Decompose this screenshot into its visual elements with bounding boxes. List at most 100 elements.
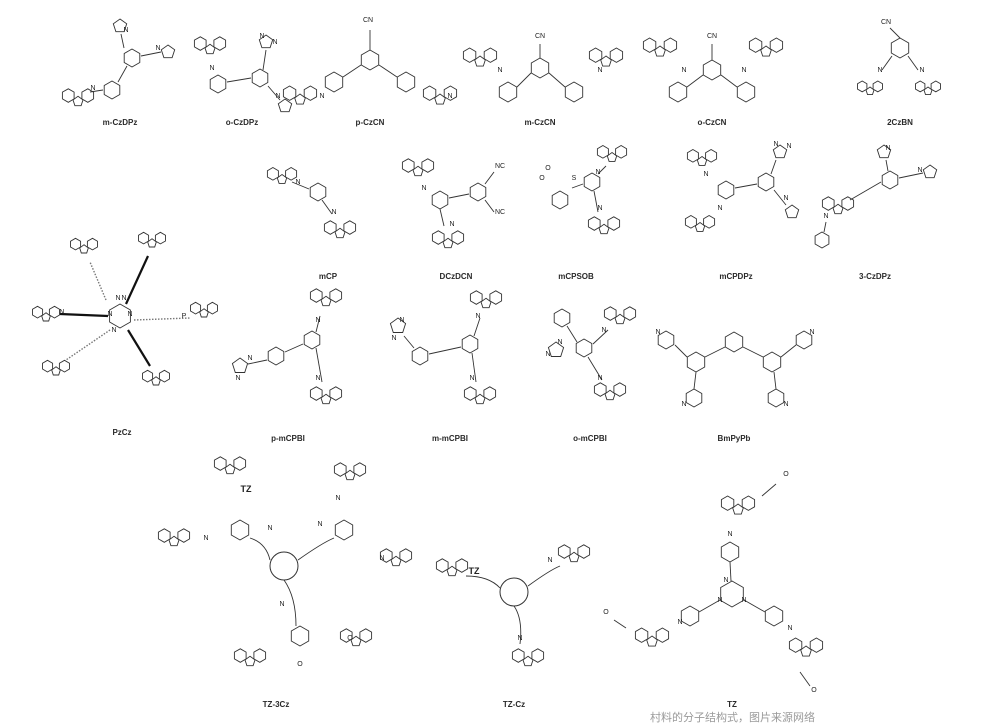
- bond: [117, 65, 128, 83]
- atom-label: N: [597, 205, 602, 212]
- benzene-ring: [915, 80, 926, 93]
- molecule-label-o-czdpz: o-CzDPz: [225, 118, 259, 127]
- bond: [799, 671, 811, 687]
- bond: [686, 74, 704, 88]
- benzene-ring: [333, 462, 347, 477]
- benzene-ring: [103, 80, 121, 100]
- pyrrole-ring: [600, 55, 612, 67]
- bond: [484, 171, 495, 185]
- atom-label: O: [603, 609, 609, 616]
- bond: [471, 352, 477, 383]
- benzene-ring: [303, 330, 321, 350]
- atom-label: N: [919, 67, 924, 74]
- benzene-ring: [81, 88, 95, 103]
- benzene-ring: [890, 37, 910, 59]
- azole-ring: [231, 357, 249, 373]
- benzene-ring: [702, 59, 722, 81]
- benzene-ring: [720, 495, 735, 511]
- bond: [885, 159, 889, 172]
- benzene-ring: [334, 519, 354, 541]
- molecule-label-3-czdpz: 3-CzDPz: [858, 272, 892, 281]
- pyrrole-ring: [760, 45, 772, 57]
- benzene-ring: [233, 456, 247, 471]
- atom-label: O: [347, 635, 353, 642]
- bond: [439, 208, 445, 227]
- molecule-label-p-czcn: p-CzCN: [355, 118, 385, 127]
- benzene-ring: [469, 182, 487, 202]
- atom-label: N: [267, 525, 272, 532]
- alkyl-chain: [249, 537, 271, 561]
- benzene-ring: [657, 330, 675, 350]
- benzene-ring: [230, 519, 250, 541]
- benzene-ring: [48, 305, 60, 319]
- benzene-ring: [266, 166, 279, 181]
- alkyl-chain: [283, 579, 297, 627]
- benzene-ring: [455, 558, 469, 573]
- atom-label: N: [727, 531, 732, 538]
- molecule-label-tz: TZ: [727, 700, 737, 709]
- bond: [484, 199, 495, 213]
- benzene-ring: [685, 388, 703, 408]
- atom-label: N: [319, 93, 324, 100]
- atom-label: N: [597, 375, 602, 382]
- bond: [566, 325, 578, 343]
- bond: [823, 221, 827, 233]
- atom-label: O: [783, 471, 789, 478]
- benzene-ring: [930, 80, 941, 93]
- molecule-label-o-czcn: o-CzCN: [697, 118, 727, 127]
- benzene-ring: [213, 36, 227, 51]
- atom-label: N: [449, 221, 454, 228]
- benzene-ring: [123, 48, 141, 68]
- atom-label: NC: [495, 163, 505, 170]
- atom-label: N: [421, 185, 426, 192]
- bond: [593, 190, 599, 213]
- benzene-ring: [70, 237, 82, 251]
- atom-label: N: [469, 375, 474, 382]
- benzene-ring: [609, 47, 624, 63]
- benzene-ring: [663, 37, 678, 53]
- benzene-ring: [461, 334, 479, 354]
- atom-label: N: [399, 317, 404, 324]
- benzene-ring: [642, 37, 657, 53]
- atom-label: S: [572, 175, 577, 182]
- benzene-ring: [213, 456, 227, 471]
- molecule-label-m-czdpz: m-CzDPz: [102, 118, 138, 127]
- bond: [473, 317, 481, 337]
- atom-label: CN: [535, 33, 545, 40]
- benzene-ring: [421, 158, 435, 173]
- atom-label: N: [677, 619, 682, 626]
- atom-label: N: [547, 557, 552, 564]
- atom-label: N: [279, 601, 284, 608]
- benzene-ring: [463, 386, 477, 401]
- benzene-ring: [530, 57, 550, 79]
- bond: [448, 193, 470, 199]
- bond: [140, 51, 162, 57]
- bond: [889, 27, 901, 39]
- benzene-ring: [881, 170, 899, 190]
- bond: [907, 55, 919, 71]
- benzene-ring: [717, 180, 735, 200]
- bond: [571, 183, 584, 189]
- benzene-ring: [872, 80, 883, 93]
- atom-label: N: [59, 309, 64, 316]
- atom-label: N: [121, 295, 126, 302]
- benzene-ring: [329, 386, 343, 401]
- bond: [720, 74, 738, 88]
- atom-label: N: [557, 339, 562, 346]
- molecule-label-2czbn: 2CzBN: [887, 118, 913, 127]
- atom-label: N: [315, 375, 320, 382]
- molecule-label-mcp: mCP: [318, 272, 338, 281]
- atom-label: N: [545, 351, 550, 358]
- benzene-ring: [483, 386, 497, 401]
- benzene-ring: [489, 290, 503, 305]
- bond: [378, 64, 398, 78]
- benzene-ring: [588, 47, 603, 63]
- atom-label: N: [601, 327, 606, 334]
- tz-core-circle: [269, 551, 299, 581]
- bond: [291, 181, 310, 190]
- bond: [516, 72, 532, 88]
